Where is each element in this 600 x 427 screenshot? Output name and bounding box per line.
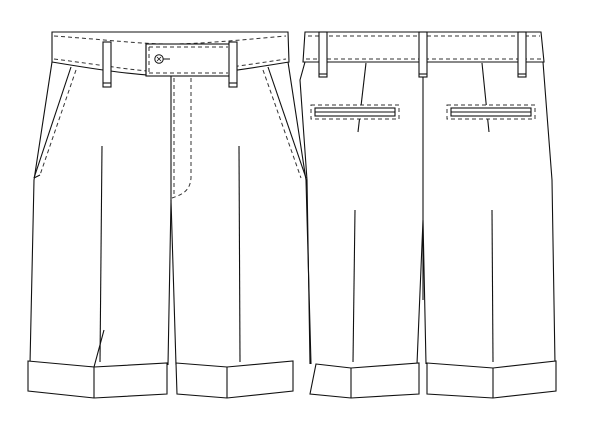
- back-belt-loop-left: [318, 31, 328, 78]
- front-pocket-right-edge: [267, 66, 307, 179]
- back-right-dart: [481, 62, 490, 133]
- front-view: [27, 31, 312, 399]
- fly-stitch-curve: [171, 78, 192, 199]
- back-view: [299, 31, 557, 399]
- front-right-cuff: [175, 360, 294, 399]
- back-right-crease: [491, 209, 494, 363]
- back-left-cuff: [309, 362, 420, 399]
- front-left-crease: [99, 145, 103, 363]
- back-right-side-seam: [542, 61, 556, 365]
- front-waistband-top-stitch: [53, 35, 287, 45]
- front-belt-loop-right: [228, 41, 238, 88]
- back-left-dart: [357, 62, 367, 133]
- back-belt-loop-center: [418, 31, 428, 78]
- front-left-inseam: [167, 76, 172, 366]
- front-pocket-left-edge: [33, 66, 72, 179]
- back-right-cuff: [426, 360, 557, 399]
- front-right-inseam: [170, 199, 177, 366]
- back-left-crease: [352, 209, 356, 363]
- front-left-cuff: [27, 360, 168, 399]
- front-right-crease: [238, 145, 241, 363]
- front-belt-loop-left: [102, 41, 112, 88]
- back-left-side-seam: [299, 61, 311, 365]
- front-left-side-seam: [29, 61, 105, 368]
- front-waistband-bottom-stitch: [53, 58, 287, 73]
- back-inseams: [416, 219, 427, 365]
- back-belt-loop-right: [517, 31, 527, 78]
